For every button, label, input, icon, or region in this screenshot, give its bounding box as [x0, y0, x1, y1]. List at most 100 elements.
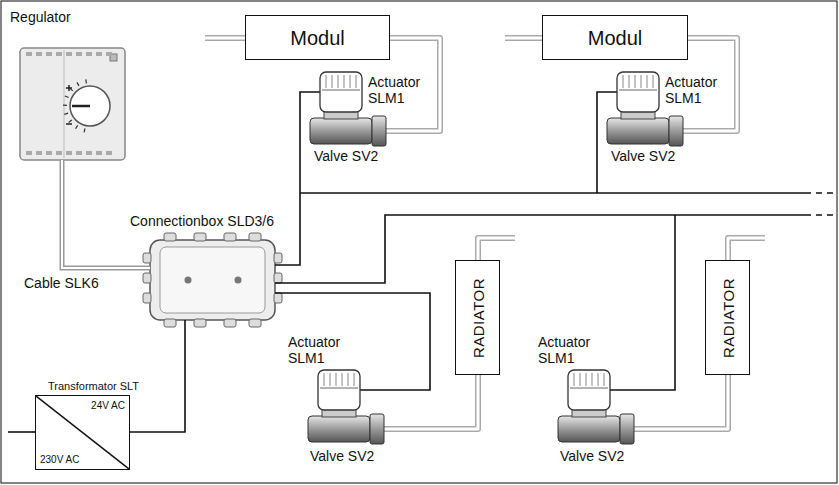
- pipe-inner: [728, 238, 765, 260]
- module-box: Modul: [542, 15, 688, 60]
- pipe: [634, 375, 728, 429]
- vent: [56, 52, 62, 56]
- tick: [70, 88, 73, 91]
- regulator-device: [20, 48, 125, 160]
- vent: [66, 151, 72, 155]
- vent: [86, 52, 92, 56]
- wire: [130, 320, 185, 432]
- pipe-inner: [505, 37, 542, 40]
- valve-nut: [669, 116, 683, 146]
- device-heading: Connectionbox SLD3/6: [130, 214, 274, 229]
- gland: [143, 293, 151, 303]
- rib: [641, 75, 642, 88]
- device-box: Regulator: [20, 48, 125, 160]
- vent: [86, 151, 92, 155]
- rib: [350, 75, 351, 88]
- rib: [586, 373, 587, 386]
- vent: [46, 151, 52, 155]
- vent: [96, 52, 102, 56]
- seam: [619, 90, 657, 91]
- actuator-valve: [308, 370, 384, 444]
- actuator-head: [568, 370, 610, 410]
- actuators-valves: [308, 72, 683, 444]
- rib: [330, 373, 331, 386]
- pipe: [728, 238, 765, 260]
- rib: [348, 373, 349, 386]
- valve-nut: [620, 414, 634, 444]
- rib: [574, 373, 575, 386]
- vent: [56, 151, 62, 155]
- actuator-valve: [558, 370, 634, 444]
- vent: [76, 151, 82, 155]
- rib: [604, 373, 605, 386]
- cable-label: Cable SLK6: [22, 275, 101, 291]
- device-heading: Transformator SLT: [48, 380, 139, 392]
- tick: [85, 79, 87, 83]
- part-label: Actuator SLM1: [538, 334, 600, 366]
- rib: [629, 75, 630, 88]
- module-label: Modul: [588, 26, 642, 49]
- rib: [332, 75, 333, 88]
- gland: [224, 319, 236, 327]
- device-heading: Regulator: [10, 10, 71, 25]
- valve-nut: [370, 414, 384, 444]
- pipe-inner: [384, 375, 478, 429]
- vent: [36, 151, 42, 155]
- rib: [336, 373, 337, 386]
- gland: [143, 273, 151, 283]
- part-label: Valve SV2: [611, 148, 675, 164]
- gland: [194, 319, 206, 327]
- vent: [66, 52, 72, 56]
- vent: [26, 151, 32, 155]
- actuator-head: [320, 72, 362, 112]
- module-box: Modul: [245, 15, 390, 60]
- pipe-inner: [478, 238, 515, 260]
- pipe: [384, 375, 478, 429]
- vent: [106, 52, 112, 56]
- connection-box: [150, 240, 275, 320]
- seam: [322, 90, 360, 91]
- tick: [65, 96, 69, 97]
- gland: [274, 253, 282, 263]
- cable-glands: [143, 233, 282, 327]
- voltage-label: 230V AC: [40, 454, 79, 465]
- wire-continues: [805, 193, 834, 215]
- diagonal: [36, 396, 129, 469]
- tick: [69, 120, 72, 122]
- tick: [76, 125, 78, 128]
- part-label: Valve SV2: [310, 448, 374, 464]
- valve-body: [558, 416, 620, 442]
- actuator-head: [617, 72, 659, 112]
- wire-line: [130, 320, 185, 432]
- pipes: [205, 38, 765, 429]
- pipe-inner: [634, 375, 728, 429]
- radiator-label: RADIATOR: [469, 277, 486, 357]
- part-label: Valve SV2: [560, 448, 624, 464]
- gland: [249, 233, 261, 241]
- wires: [8, 92, 805, 432]
- rib: [653, 75, 654, 88]
- part-label: Valve SV2: [314, 148, 378, 164]
- gland: [274, 273, 282, 283]
- seam: [320, 388, 358, 389]
- voltage-label: 24V AC: [91, 400, 125, 411]
- tick: [77, 82, 79, 86]
- rib: [338, 75, 339, 88]
- rib: [623, 75, 624, 88]
- rib: [342, 373, 343, 386]
- tick: [84, 128, 86, 132]
- rib: [598, 373, 599, 386]
- valve-body: [308, 416, 370, 442]
- radiator-label: RADIATOR: [719, 277, 736, 357]
- actuator-head: [318, 370, 360, 410]
- gland: [164, 319, 176, 327]
- part-label: Actuator SLM1: [368, 74, 430, 106]
- tick: [64, 113, 68, 114]
- rib: [354, 373, 355, 386]
- vent: [106, 151, 112, 155]
- radiator-box: RADIATOR: [455, 260, 500, 375]
- gland: [224, 233, 236, 241]
- valve-body: [607, 118, 669, 144]
